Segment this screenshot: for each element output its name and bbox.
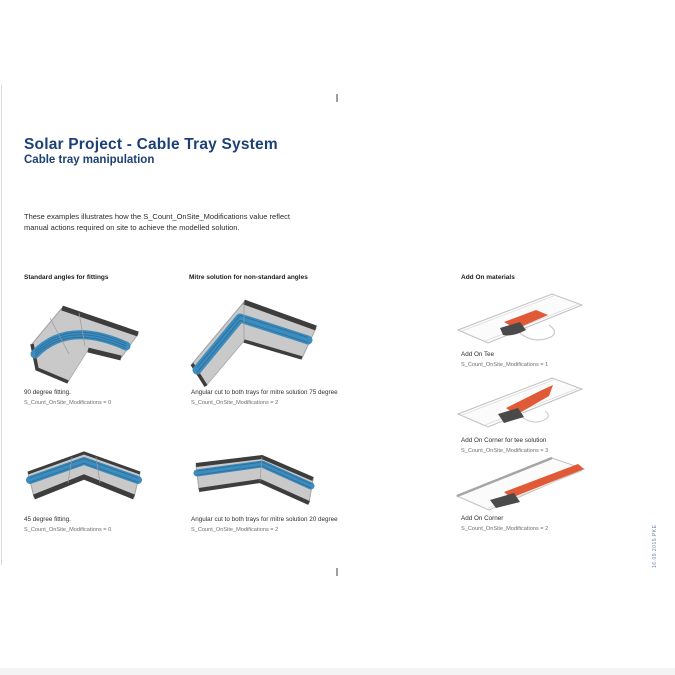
cable-band	[192, 313, 313, 375]
figure-caption: Angular cut to both trays for mitre solu…	[191, 389, 338, 396]
figure-caption: Add On Corner	[461, 515, 504, 522]
tray-seams	[67, 456, 101, 484]
corner-fitting-dark-piece	[498, 408, 524, 423]
modifications-value: S_Count_OnSite_Modifications = 2	[191, 527, 279, 533]
figure-add-on-corner-for-tee	[456, 377, 584, 428]
figure-caption: Add On Corner for tee solution	[461, 437, 547, 444]
figure-caption-block: 90 degree fitting. S_Count_OnSite_Modifi…	[24, 389, 184, 406]
fold-mark-top	[336, 94, 338, 102]
figure-caption: 90 degree fitting.	[24, 389, 71, 396]
tray-seams	[49, 312, 86, 355]
figure-caption-block: Angular cut to both trays for mitre solu…	[191, 516, 351, 533]
page-title: Solar Project - Cable Tray System	[24, 136, 278, 153]
add-on-corner-piece	[506, 385, 553, 415]
cable-band	[26, 457, 142, 484]
figure-caption-block: 45 degree fitting. S_Count_OnSite_Modifi…	[24, 516, 184, 533]
modifications-value: S_Count_OnSite_Modifications = 0	[24, 527, 112, 533]
modifications-value: S_Count_OnSite_Modifications = 2	[461, 526, 549, 532]
page-edge-line	[1, 85, 2, 565]
modifications-value: S_Count_OnSite_Modifications = 3	[461, 448, 549, 454]
corner-fitting-dark-piece	[490, 493, 520, 508]
cable-band	[193, 460, 315, 490]
figure-add-on-tee	[456, 293, 584, 344]
figure-45-degree-fitting	[26, 451, 142, 500]
branch-outline	[517, 324, 556, 341]
page-subtitle: Cable tray manipulation	[24, 154, 155, 166]
revision-stamp: 16.09.2015 PKE	[652, 524, 658, 568]
figure-caption: Add On Tee	[461, 351, 495, 358]
fold-mark-bottom	[336, 568, 338, 576]
figure-caption-block: Add On Corner S_Count_OnSite_Modificatio…	[461, 515, 621, 532]
figure-mitre-75-degree	[190, 299, 317, 387]
modifications-value: S_Count_OnSite_Modifications = 1	[461, 362, 549, 368]
figure-caption-block: Angular cut to both trays for mitre solu…	[191, 389, 351, 406]
branch-outline	[521, 410, 549, 423]
cable-band	[30, 330, 131, 359]
figure-90-degree-fitting	[30, 305, 139, 384]
figure-mitre-20-degree	[193, 454, 315, 505]
add-on-corner-piece	[504, 464, 584, 498]
column-header-mitre-solution: Mitre solution for non-standard angles	[189, 274, 308, 281]
tray-rails	[461, 378, 580, 426]
figure-caption-block: Add On Tee S_Count_OnSite_Modifications …	[461, 351, 621, 368]
page-bottom-edge	[0, 668, 675, 675]
tee-fitting-dark-piece	[500, 322, 526, 336]
figure-add-on-corner	[455, 456, 586, 511]
mitre-seam	[259, 456, 263, 482]
tray-outline	[455, 457, 586, 511]
modifications-value: S_Count_OnSite_Modifications = 2	[191, 400, 279, 406]
intro-text: These examples illustrates how the S_Cou…	[24, 212, 290, 232]
column-header-add-on-materials: Add On materials	[461, 274, 515, 281]
figure-caption-block: Add On Corner for tee solution S_Count_O…	[461, 437, 621, 454]
modifications-value: S_Count_OnSite_Modifications = 0	[24, 400, 112, 406]
tray-rails	[461, 294, 580, 342]
figure-caption: Angular cut to both trays for mitre solu…	[191, 516, 338, 523]
column-header-standard-angles: Standard angles for fittings	[24, 274, 109, 281]
tray-edges	[30, 305, 139, 384]
figure-caption: 45 degree fitting.	[24, 516, 71, 523]
